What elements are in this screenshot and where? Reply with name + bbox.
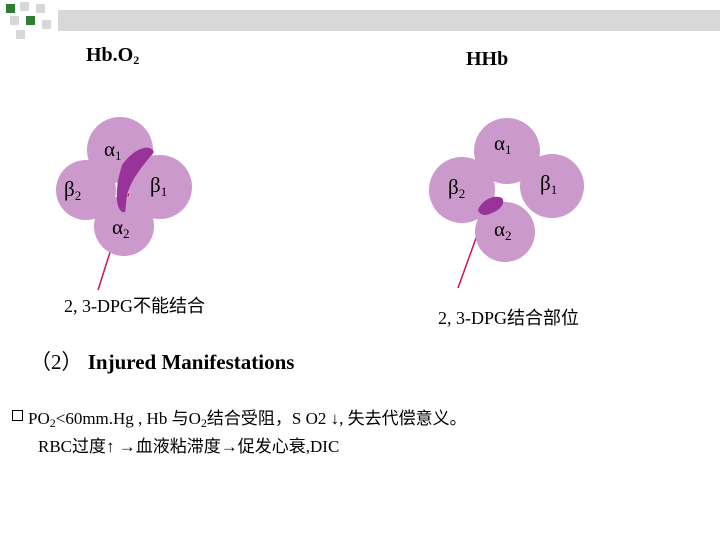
hemoglobin-diagrams: α1 β2 β1 α2 α1 β2 β1 α2 — [0, 0, 720, 300]
section-prefix: （2） — [30, 350, 83, 374]
left-caption: 2, 3-DPG不能结合 — [64, 292, 205, 318]
body-line-1: PO2<60mm.Hg , Hb 与O2结合受阻，S O2 ↓, 失去代偿意义。 — [28, 404, 467, 429]
section-heading: （2） Injured Manifestations — [30, 346, 294, 376]
bullet-marker — [12, 410, 23, 421]
section-title: Injured Manifestations — [88, 350, 295, 374]
right-caption: 2, 3-DPG结合部位 — [438, 304, 579, 330]
body-line-2: RBC过度↑ →血液粘滞度→促发心衰,DIC — [38, 432, 339, 457]
